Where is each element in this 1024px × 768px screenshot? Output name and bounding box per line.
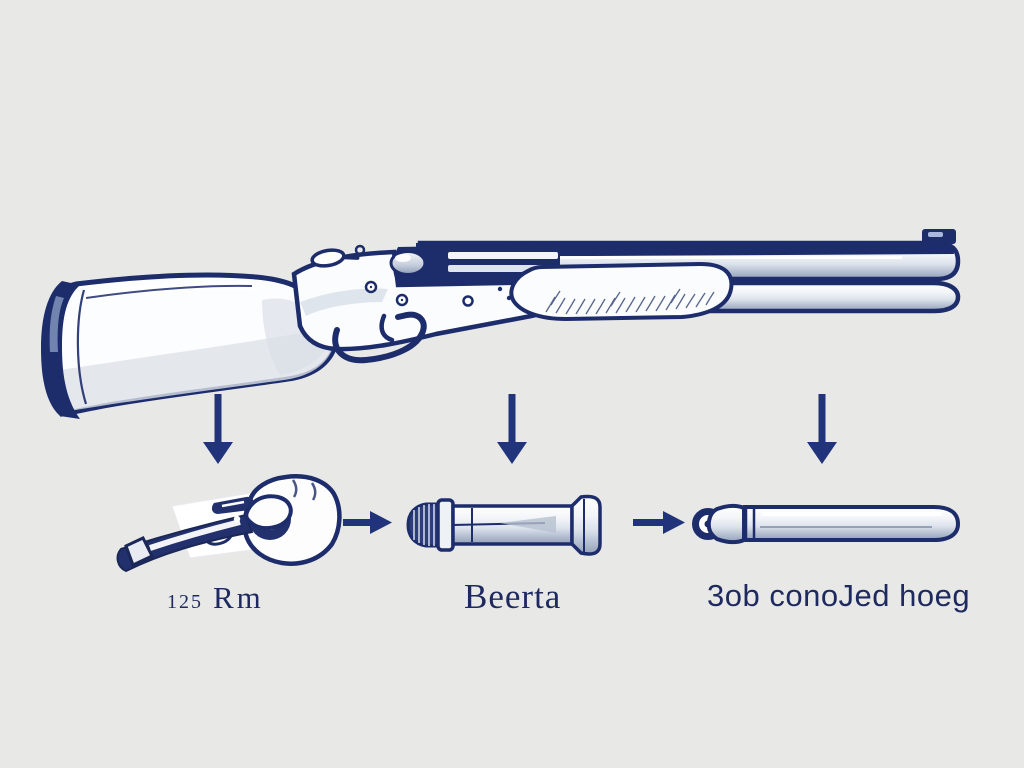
- opening-lever-hand-icon: [116, 474, 342, 573]
- step-label-2: Beerta: [464, 577, 562, 616]
- down-arrow-icon: [497, 394, 527, 464]
- step-label-1-prefix: 125: [167, 591, 203, 613]
- receiver-screws: [364, 274, 593, 307]
- step-label-3: 3ob conoJed hoeg: [707, 578, 971, 613]
- over-under-shotgun-illustration: [41, 229, 961, 419]
- down-arrow-icon: [807, 394, 837, 464]
- butt-plate: [41, 281, 80, 419]
- forend: [509, 261, 734, 322]
- lower-barrel: [697, 280, 961, 314]
- cleaning-rod-icon: [692, 503, 961, 545]
- step-label-1-main: Rm: [213, 580, 264, 615]
- trigger-guard: [332, 311, 427, 364]
- trigger: [379, 313, 395, 343]
- choke-tube-icon: [406, 494, 602, 556]
- cocking-knob-icon: [389, 250, 427, 276]
- forend-checkering: [545, 288, 715, 315]
- buttstock: [49, 272, 337, 417]
- step-label-1: 125 Rm: [167, 582, 264, 613]
- down-arrow-icon: [203, 394, 233, 464]
- top-lever-icon: [310, 248, 360, 268]
- receiver: [291, 249, 567, 352]
- right-arrow-icon: [343, 511, 392, 534]
- front-sight-icon: [922, 229, 956, 244]
- tang-ring: [354, 244, 366, 256]
- right-arrow-icon: [633, 511, 685, 534]
